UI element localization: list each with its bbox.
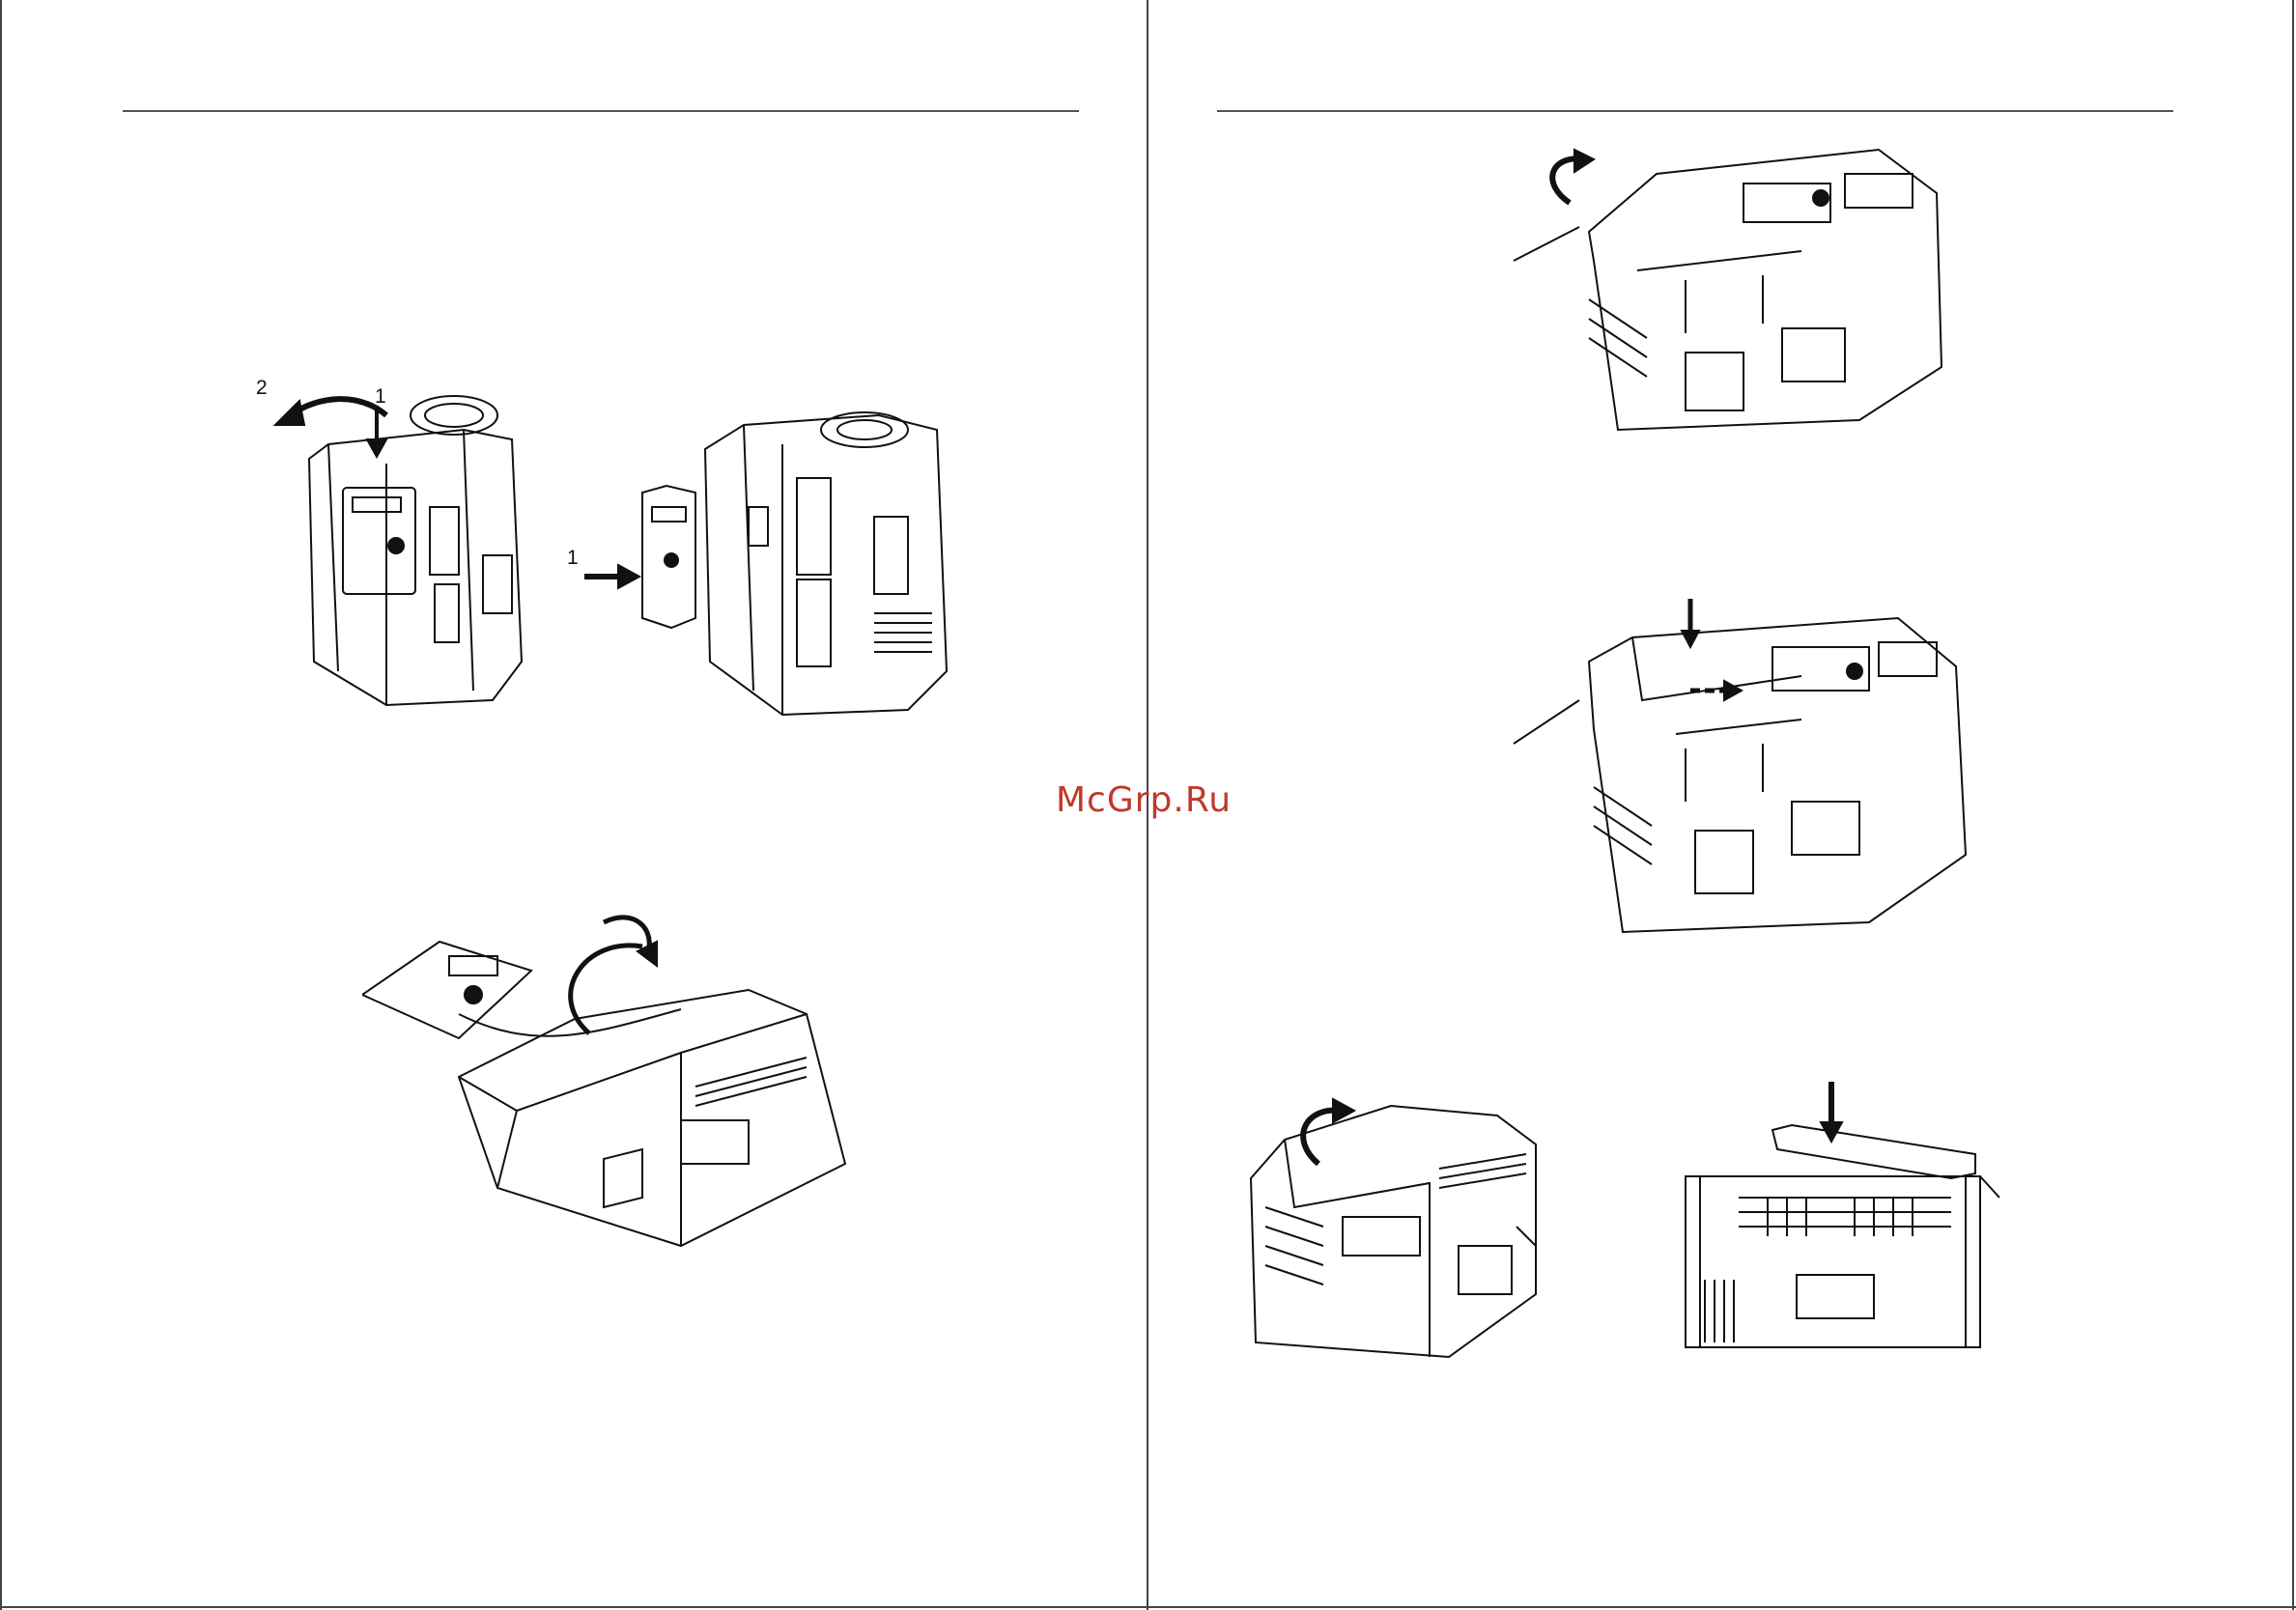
callout-leader [1516, 1227, 1536, 1246]
callout-leader [1514, 227, 1579, 261]
inverter-unit-opened [1251, 1106, 1536, 1357]
detached-keypad [362, 942, 531, 1038]
watermark: McGrp.Ru [1056, 780, 1232, 820]
curved-arrow-icon [571, 918, 657, 1033]
step-1-side-label: 1 [567, 547, 579, 569]
figure-cover-open [1512, 145, 1975, 454]
left-header-rule [123, 110, 1079, 112]
figure-side-lid [1661, 1072, 2009, 1362]
curved-arrow-icon [1552, 150, 1594, 203]
keypad-cable [459, 1009, 681, 1036]
straight-arrow-icon [584, 565, 639, 588]
figure-internal-view [1236, 1072, 1565, 1371]
right-header-rule [1217, 110, 2173, 112]
figure-cover-close [1512, 594, 1975, 951]
inverter-side-view [1686, 1125, 1980, 1347]
page-border-right [2292, 0, 2294, 1610]
inverter-unit-horizontal [1589, 150, 1942, 430]
inverter-unit-front [309, 396, 522, 705]
step-2-label: 2 [256, 377, 268, 399]
step-1-top-label: 1 [375, 385, 386, 408]
straight-arrow-icon [1682, 599, 1699, 647]
figure-keypad-removal: 2 1 1 [241, 372, 976, 729]
inverter-unit-horizontal [459, 990, 845, 1246]
page-border-left [0, 0, 2, 1610]
curved-arrow-icon [275, 399, 386, 425]
callout-leader [1980, 1176, 1999, 1198]
straight-arrow-icon [1690, 681, 1742, 700]
detached-keypad [642, 486, 695, 628]
inverter-unit-open [705, 412, 947, 715]
figure-keypad-cable [362, 898, 855, 1323]
callout-leader [1514, 700, 1579, 744]
inverter-unit-horizontal [1589, 618, 1966, 932]
